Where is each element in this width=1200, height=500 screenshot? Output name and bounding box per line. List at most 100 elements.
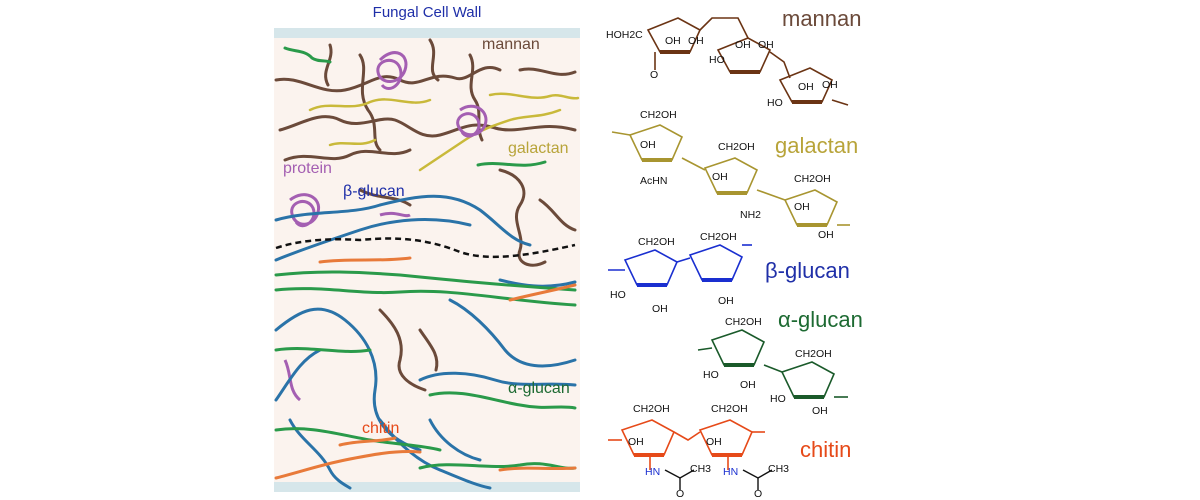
- alpha-glucan-ho: HO: [703, 369, 719, 381]
- galactan-oh: OH: [640, 139, 656, 151]
- beta-glucan-ring: [688, 244, 744, 281]
- outer-membrane-band: [274, 28, 580, 38]
- structure-label-mannan: mannan: [782, 6, 862, 31]
- dashed-boundary-line: [275, 237, 576, 259]
- chitin-link: [673, 431, 701, 441]
- alpha-glucan-oh: OH: [812, 405, 828, 417]
- beta-glucan-strand: [288, 418, 352, 490]
- protein-knot: [456, 104, 488, 138]
- galactan-link: [756, 189, 786, 201]
- mannan-structure: HOH2C OH OH HO OH OH HO OH OH O: [606, 17, 849, 109]
- mannan-strand: [418, 328, 439, 372]
- mannan-oh: OH: [758, 39, 774, 51]
- alpha-glucan-strand: [418, 462, 577, 470]
- chitin-ch2oh: CH2OH: [633, 403, 670, 415]
- protein-knot: [289, 193, 321, 228]
- wall-label-protein: protein: [283, 160, 332, 177]
- alpha-glucan-ring: [780, 361, 836, 398]
- chitin-fibers: [274, 256, 577, 480]
- chitin-oh: OH: [628, 436, 644, 448]
- mannan-strand: [324, 43, 333, 87]
- mannan-strand: [498, 168, 547, 267]
- mannan-strand: [428, 38, 440, 82]
- wall-label-mannan: mannan: [482, 36, 540, 53]
- mannan-link: [831, 99, 849, 106]
- galactan-ring: [628, 124, 684, 161]
- galactan-ch2oh: CH2OH: [640, 109, 677, 121]
- galactan-achn: AcHN: [640, 175, 667, 187]
- beta-glucan-strand: [448, 298, 577, 368]
- chitin-o: O: [676, 488, 684, 500]
- beta-glucan-oh: OH: [652, 303, 668, 315]
- alpha-glucan-fragment: [476, 160, 547, 167]
- mannan-link: [769, 51, 791, 79]
- mannan-ring: [716, 37, 772, 73]
- chitin-strand: [498, 466, 577, 472]
- protein-strand: [283, 359, 302, 402]
- galactan-ring: [703, 157, 759, 194]
- alpha-glucan-ring: [710, 329, 766, 366]
- mannan-oh: OH: [798, 81, 814, 93]
- galactan-link: [611, 131, 631, 136]
- alpha-glucan-ch2oh: CH2OH: [795, 348, 832, 360]
- galactan-strand: [488, 92, 580, 100]
- galactan-strand: [308, 98, 432, 112]
- galactan-ch2oh: CH2OH: [718, 141, 755, 153]
- alpha-glucan-link: [763, 364, 783, 373]
- galactan-oh: OH: [712, 171, 728, 183]
- galactan-strand: [328, 138, 377, 147]
- beta-glucan-strand: [274, 194, 532, 247]
- mannan-oh: OH: [735, 39, 751, 51]
- structure-label-galactan: galactan: [775, 133, 859, 158]
- chitin-oh: OH: [706, 436, 722, 448]
- wall-label-galactan: galactan: [508, 140, 569, 157]
- structure-label-alpha-glucan: α-glucan: [778, 307, 863, 332]
- chitin-strand: [274, 450, 422, 480]
- alpha-glucan-strand: [428, 391, 577, 410]
- alpha-glucan-ho: HO: [770, 393, 786, 405]
- chitin-ch3: CH3: [690, 463, 711, 475]
- wall-label-chitin: chitin: [362, 420, 400, 437]
- beta-glucan-strand: [428, 418, 482, 462]
- protein-knot: [376, 51, 408, 90]
- mannan-oh: OH: [688, 35, 704, 47]
- chitin-structure: CH2OH CH2OH OH OH HN HN CH3 CH3 O O: [608, 403, 789, 500]
- mannan-ho: HO: [767, 97, 783, 109]
- chitin-hn: HN: [723, 466, 738, 478]
- mannan-link: [699, 17, 749, 39]
- mannan-ring: [646, 17, 702, 53]
- mannan-strand: [538, 198, 577, 232]
- galactan-link: [681, 157, 706, 171]
- beta-glucan-oh: OH: [718, 295, 734, 307]
- beta-glucan-structure: CH2OH CH2OH HO OH OH: [608, 231, 752, 315]
- mannan-o: O: [650, 69, 658, 81]
- galactan-oh: OH: [794, 201, 810, 213]
- galactan-structure: CH2OH OH AcHN CH2OH OH NH2 CH2OH OH OH: [611, 109, 850, 241]
- mannan-strand: [358, 188, 412, 207]
- beta-glucan-strand: [378, 418, 492, 490]
- chitin-o: O: [754, 488, 762, 500]
- chitin-ch2oh: CH2OH: [711, 403, 748, 415]
- beta-glucan-ho: HO: [610, 289, 626, 301]
- galactan-oh: OH: [818, 229, 834, 241]
- protein-strand: [379, 211, 411, 218]
- mannan-ring: [778, 67, 834, 103]
- figure-title: Fungal Cell Wall: [372, 4, 482, 21]
- chitin-hn: HN: [645, 466, 660, 478]
- alpha-glucan-ch2oh: CH2OH: [725, 316, 762, 328]
- wall-label-beta-glucan: β-glucan: [343, 183, 405, 200]
- structure-label-beta-glucan: β-glucan: [765, 258, 850, 283]
- beta-glucan-ch2oh: CH2OH: [700, 231, 737, 243]
- mannan-oh: OH: [665, 35, 681, 47]
- galactan-ch2oh: CH2OH: [794, 173, 831, 185]
- galactan-fibers: [308, 92, 580, 172]
- alpha-glucan-oh: OH: [740, 379, 756, 391]
- chitin-ch3: CH3: [768, 463, 789, 475]
- structure-label-chitin: chitin: [800, 437, 852, 462]
- plasma-membrane-band: [274, 482, 580, 492]
- alpha-glucan-fragment: [283, 46, 332, 64]
- wall-label-alpha-glucan: α-glucan: [508, 380, 570, 397]
- chitin-ring: [620, 419, 676, 456]
